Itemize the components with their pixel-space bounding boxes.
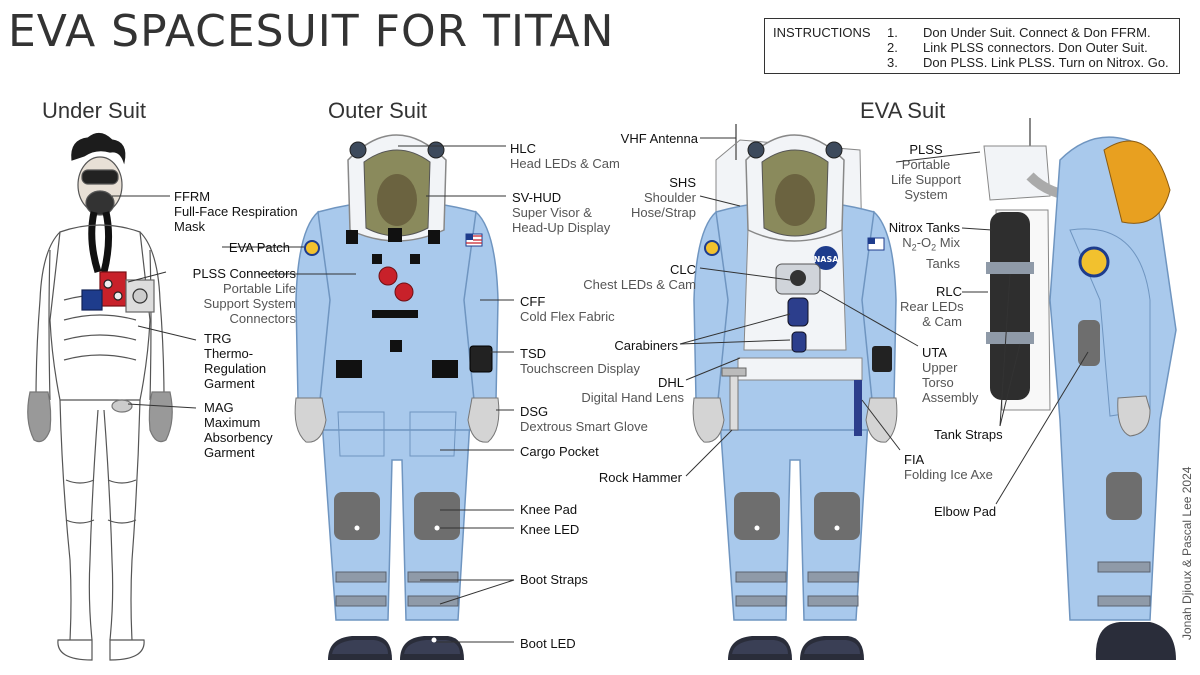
- label-rock-hammer: Rock Hammer: [598, 470, 682, 485]
- label-carabiners: Carabiners: [614, 338, 678, 353]
- label-eva-patch: EVA Patch: [228, 240, 290, 255]
- label-dsg: DSG Dextrous Smart Glove: [520, 404, 648, 434]
- page-title: EVA SPACESUIT FOR TITAN: [8, 6, 615, 57]
- label-knee-led: Knee LED: [520, 522, 580, 537]
- label-tsd: TSD Touchscreen Display: [520, 346, 640, 376]
- label-cargo-pocket: Cargo Pocket: [520, 444, 599, 459]
- label-nitrox-tanks: Nitrox Tanks N2-O2 Mix Tanks: [888, 220, 960, 271]
- leader-lines: [112, 137, 1089, 643]
- label-boot-led: Boot LED: [520, 636, 576, 651]
- label-sv-hud: SV-HUD Super Visor & Head-Up Display: [512, 190, 611, 235]
- label-rlc: RLC Rear LEDs & Cam: [900, 284, 964, 329]
- label-boot-straps: Boot Straps: [520, 572, 588, 587]
- label-tank-straps: Tank Straps: [934, 427, 1003, 442]
- label-hlc: HLC Head LEDs & Cam: [510, 141, 620, 171]
- label-ffrm: FFRM Full-Face Respiration Mask: [174, 189, 298, 234]
- instructions-heading: INSTRUCTIONS: [773, 25, 871, 40]
- label-mag: MAG Maximum Absorbency Garment: [204, 400, 273, 460]
- label-uta: UTA Upper Torso Assembly: [922, 345, 979, 405]
- label-cff: CFF Cold Flex Fabric: [520, 294, 615, 324]
- label-fia: FIA Folding Ice Axe: [904, 452, 993, 482]
- instructions-box: INSTRUCTIONS 1.Don Under Suit. Connect &…: [764, 18, 1180, 74]
- label-plss-connectors: PLSS Connectors Portable Life Support Sy…: [192, 266, 296, 326]
- label-knee-pad: Knee Pad: [520, 502, 578, 517]
- credit-text: Jonah Djioux & Pascal Lee 2024: [1180, 466, 1194, 640]
- label-plss: PLSS Portable Life Support System: [890, 142, 962, 202]
- section-title-outer-suit: Outer Suit: [328, 98, 428, 123]
- section-title-eva-suit: EVA Suit: [860, 98, 946, 123]
- outer-suit-figure: [294, 134, 500, 660]
- eva-suit-side-figure: [983, 118, 1177, 660]
- label-vhf-antenna: VHF Antenna: [620, 131, 698, 146]
- instruction-step: 3.Don PLSS. Link PLSS. Turn on Nitrox. G…: [887, 55, 1169, 70]
- label-dhl: DHL Digital Hand Lens: [581, 375, 684, 405]
- eva-suit-front-figure: NASA: [692, 124, 898, 660]
- label-shs: SHS Shoulder Hose/Strap: [630, 175, 696, 220]
- label-trg: TRG Thermo- Regulation Garment: [204, 331, 267, 391]
- section-title-under-suit: Under Suit: [42, 98, 146, 123]
- label-clc: CLC Chest LEDs & Cam: [583, 262, 696, 292]
- nasa-patch-text: NASA: [814, 255, 840, 264]
- under-suit-figure: [27, 132, 173, 661]
- instruction-step: 2.Link PLSS connectors. Don Outer Suit.: [887, 40, 1148, 55]
- label-elbow-pad: Elbow Pad: [934, 504, 997, 519]
- instruction-step: 1.Don Under Suit. Connect & Don FFRM.: [887, 25, 1151, 40]
